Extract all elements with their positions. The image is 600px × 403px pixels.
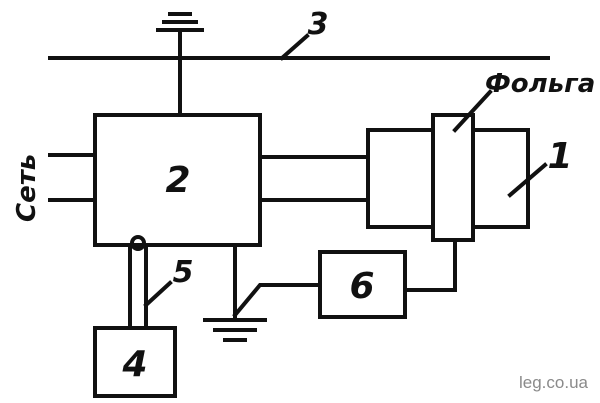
device-right-part (471, 128, 530, 229)
foil-leader (452, 89, 493, 133)
foil-label: Фольга (485, 69, 595, 99)
cable-label: 5 (173, 255, 194, 290)
ground-icon (203, 318, 267, 342)
cable-leader (143, 280, 173, 308)
block6-ground-line (232, 283, 322, 318)
device-1-leader (507, 162, 548, 198)
foil-plate (431, 113, 475, 242)
block-6-label: 6 (349, 266, 374, 307)
bus-label: 3 (308, 7, 329, 42)
bus-leader (279, 33, 310, 61)
block-2 (93, 113, 262, 247)
device-left-part (366, 128, 435, 229)
watermark: leg.co.ua (519, 373, 588, 392)
block-1-label: 1 (547, 136, 572, 177)
block-4 (93, 326, 177, 398)
block-2-label: 2 (165, 160, 190, 201)
foil-to-block6-line (403, 238, 457, 292)
cable-5 (128, 235, 148, 330)
block-4-label: 4 (121, 344, 147, 385)
mains-label: Сеть (12, 154, 42, 222)
antenna-icon (156, 12, 204, 32)
